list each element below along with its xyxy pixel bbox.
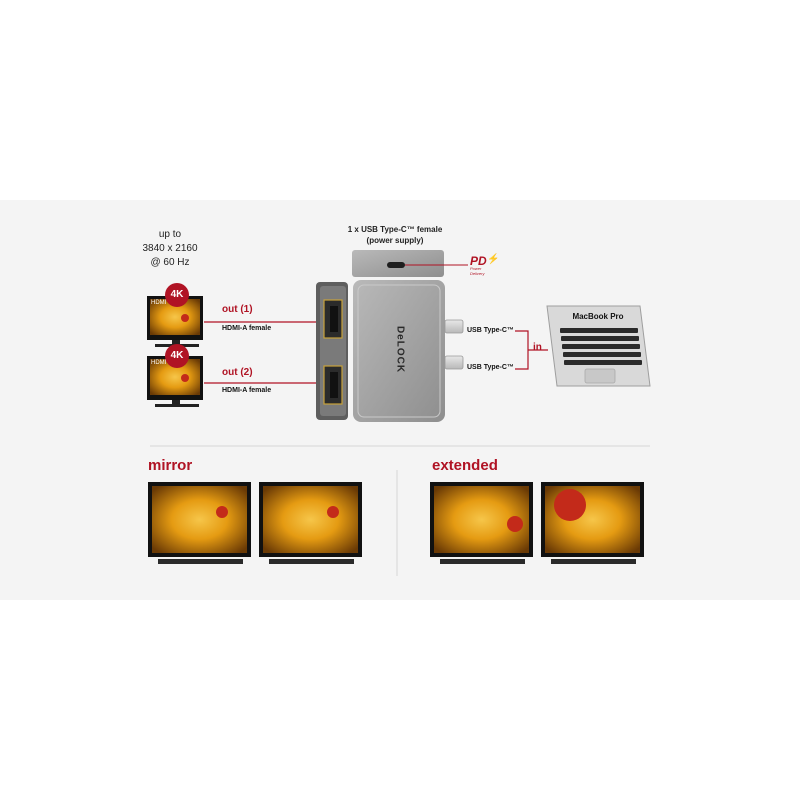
screen-hdmi-label: HDMI (151, 300, 167, 306)
pd-logo: PD (470, 254, 487, 268)
input-connector-2-label: USB Type-C™ (467, 364, 514, 371)
badge-4k-label: 4K (170, 289, 184, 300)
badge-4k-label: 4K (170, 350, 184, 361)
4k-badge-icon (165, 344, 189, 368)
resolution-line: up to (158, 229, 182, 240)
hdmi-port-icon (323, 299, 343, 339)
extended-heading: extended (432, 457, 498, 474)
mirror-monitor-1 (148, 482, 251, 564)
ladybug-icon (327, 506, 339, 518)
output-1-title: out (1) (222, 304, 253, 315)
resolution-line: @ 60 Hz (150, 257, 190, 268)
4k-badge-icon (165, 283, 189, 307)
output-2-title: out (2) (222, 367, 253, 378)
ladybug-icon (507, 516, 523, 532)
usb-c-plug-icon (444, 355, 464, 370)
mirror-monitor-2 (259, 482, 362, 564)
usb-c-port-icon (387, 262, 405, 268)
input-connector-1-label: USB Type-C™ (467, 327, 514, 334)
lightning-icon: ⚡ (487, 254, 500, 265)
resolution-note: up to 3840 x 2160 @ 60 Hz (140, 228, 200, 270)
adapter-body (353, 280, 445, 422)
power-module (352, 250, 444, 277)
resolution-line: 3840 x 2160 (142, 243, 198, 254)
ladybug-icon (181, 374, 189, 382)
pd-subtitle-line-1: Power (470, 266, 482, 271)
usb-c-plug-icon (444, 319, 464, 334)
screen-hdmi-label: HDMI (151, 360, 167, 366)
hdmi-port-icon (323, 365, 343, 405)
brand-logo: DeLOCK (394, 325, 406, 374)
power-supply-line-1: 1 x USB Type-C™ female (347, 225, 443, 234)
power-supply-line-2: (power supply) (366, 236, 424, 245)
ladybug-icon (216, 506, 228, 518)
hdmi-module (316, 282, 348, 420)
output-2-subtitle: HDMI-A female (222, 387, 272, 394)
output-1-subtitle: HDMI-A female (222, 325, 272, 332)
mirror-heading: mirror (148, 457, 193, 474)
pd-subtitle-line-2: Delivery (470, 271, 485, 276)
extended-monitor-1 (430, 482, 533, 564)
laptop-icon (546, 305, 651, 387)
power-supply-label: 1 x USB Type-C™ female (power supply) (340, 224, 450, 246)
in-label: in (533, 342, 542, 353)
extended-monitor-2 (541, 482, 644, 564)
pd-subtitle: Power Delivery (470, 266, 484, 276)
ladybug-icon (554, 489, 586, 521)
ladybug-icon (181, 314, 189, 322)
laptop-label: MacBook Pro (572, 312, 624, 321)
